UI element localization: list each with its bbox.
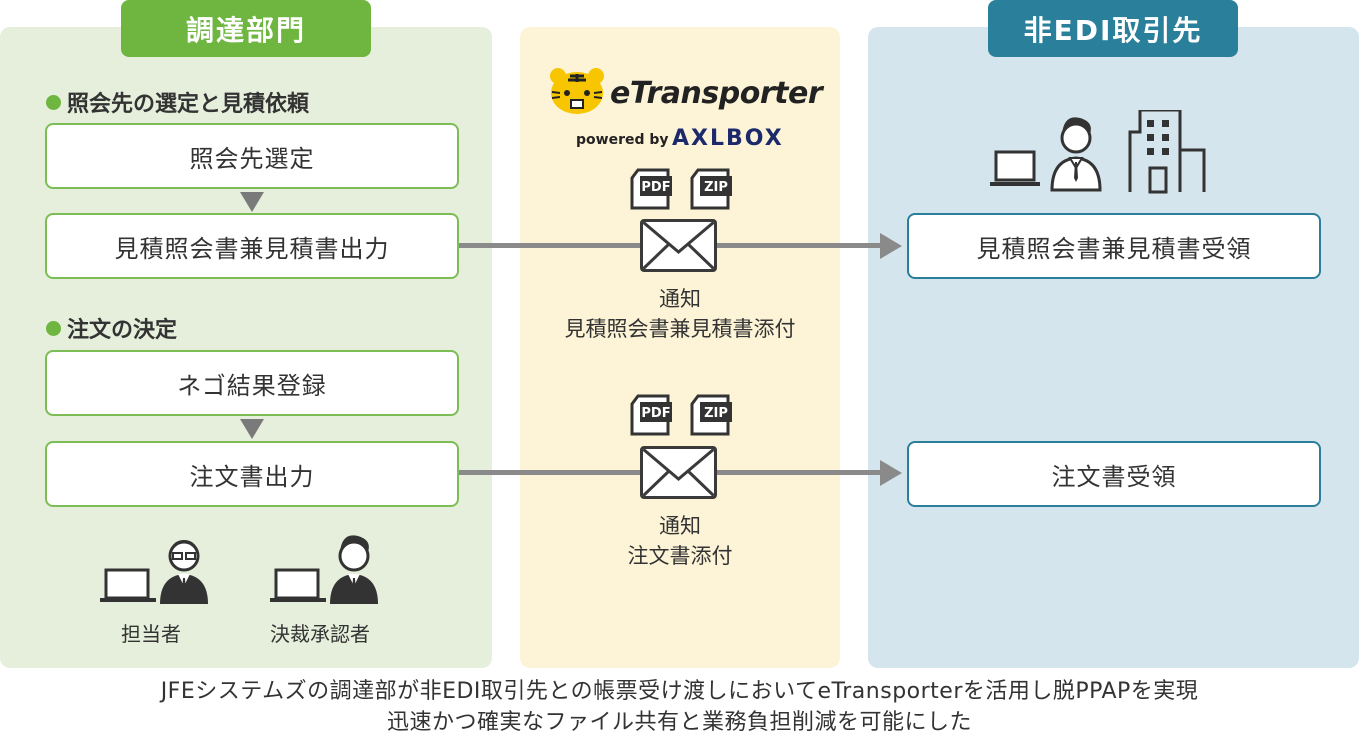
- arrow-right-icon: [880, 233, 902, 259]
- down-arrow-icon: [240, 419, 264, 439]
- brand-axlbox: AXLBOX: [672, 126, 784, 151]
- svg-text:ZIP: ZIP: [704, 180, 728, 195]
- svg-text:PDF: PDF: [641, 406, 670, 421]
- receive-order-box: 注文書受領: [907, 441, 1321, 507]
- zip-file-icon: ZIP: [690, 168, 732, 210]
- section-label-selection: 照会先の選定と見積依頼: [46, 86, 309, 118]
- etransporter-logo: eTransporter powered by AXLBOX: [548, 66, 823, 156]
- step-select-contact: 照会先選定: [45, 123, 459, 189]
- pdf-file-icon: PDF: [630, 168, 672, 210]
- supplier-panel: [868, 27, 1359, 668]
- staff-label: 担当者: [121, 622, 181, 646]
- approver-label: 決裁承認者: [270, 622, 370, 646]
- mail-envelope-icon: [640, 446, 717, 499]
- approver-person-icon: [270, 535, 378, 604]
- brand-name: eTransporter: [610, 76, 823, 111]
- bullet-icon: [46, 94, 61, 110]
- mail-envelope-icon: [640, 219, 717, 272]
- svg-text:ZIP: ZIP: [704, 406, 728, 421]
- receive-quote-box: 見積照会書兼見積書受領: [907, 213, 1321, 279]
- down-arrow-icon: [240, 192, 264, 212]
- pdf-file-icon: PDF: [630, 394, 672, 436]
- svg-text:PDF: PDF: [641, 180, 670, 195]
- zip-file-icon: ZIP: [690, 394, 732, 436]
- bullet-icon: [46, 320, 61, 336]
- supplier-title: 非EDI取引先: [988, 0, 1238, 57]
- arrow-right-icon: [880, 460, 902, 486]
- staff-person-icon: [100, 540, 208, 604]
- procurement-title: 調達部門: [121, 0, 371, 57]
- etransporter-panel: [520, 27, 840, 668]
- tiger-mascot-icon: [550, 68, 604, 114]
- caption-order-notice: 通知 注文書添付: [627, 514, 733, 568]
- brand-powered-by: powered by: [576, 132, 669, 148]
- section-label-order: 注文の決定: [46, 312, 177, 344]
- footer-caption: JFEシステムズの調達部が非EDI取引先との帳票受け渡しにおいてeTranspo…: [160, 679, 1199, 735]
- step-output-quote: 見積照会書兼見積書出力: [45, 213, 459, 279]
- step-output-order: 注文書出力: [45, 441, 459, 507]
- supplier-office-icon: [990, 110, 1206, 194]
- caption-quote-notice: 通知 見積照会書兼見積書添付: [564, 287, 796, 341]
- step-nego-register: ネゴ結果登録: [45, 350, 459, 416]
